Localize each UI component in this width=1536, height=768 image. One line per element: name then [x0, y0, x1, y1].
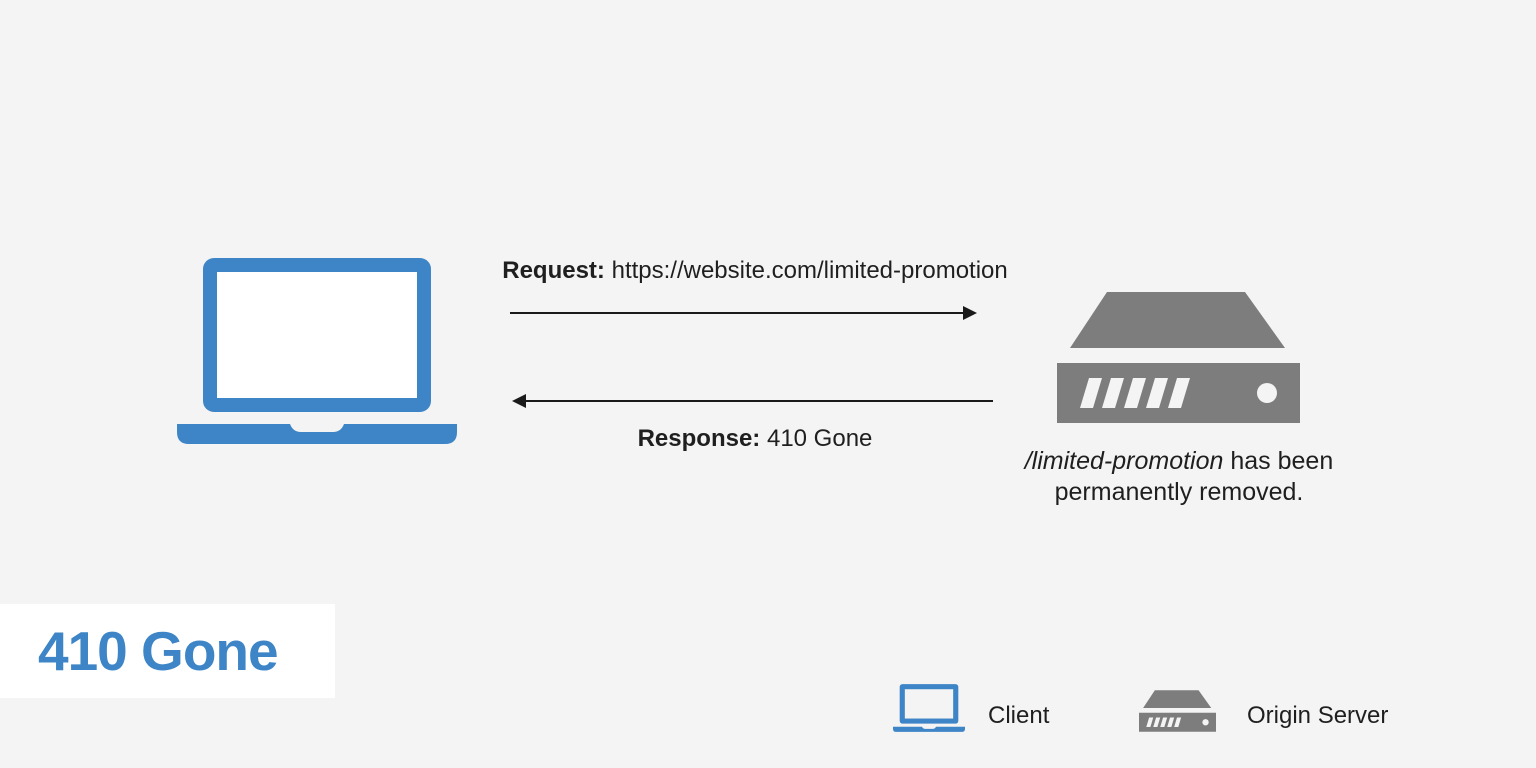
legend-origin-server-label: Origin Server [1247, 702, 1389, 729]
response-arrow-line [525, 400, 993, 402]
legend-origin-server-icon [1139, 690, 1216, 732]
request-label-url: https://website.com/limited-promotion [604, 257, 1008, 284]
server-caption-path: /limited-promotion [1024, 447, 1224, 475]
request-label-bold: Request: [502, 257, 605, 284]
server-caption-line1: /limited-promotion has been [1014, 446, 1344, 477]
server-caption-line1-rest: has been [1223, 447, 1334, 475]
laptop-icon [893, 684, 965, 732]
request-arrow-line [510, 312, 964, 314]
server-caption-line2: permanently removed. [1054, 478, 1304, 506]
page-title: 410 Gone [38, 620, 279, 682]
legend-client-label: Client [988, 702, 1050, 729]
server-caption: /limited-promotion has been permanently … [1014, 446, 1344, 508]
server-icon [1057, 292, 1300, 423]
response-label: Response: 410 Gone [440, 424, 1070, 454]
title-plate: 410 Gone [0, 604, 335, 698]
request-arrow [510, 306, 977, 320]
request-arrowhead-icon [963, 306, 977, 320]
origin-server-icon [1057, 292, 1300, 423]
legend-client-laptop-icon [893, 684, 965, 732]
response-arrow [512, 394, 993, 408]
response-label-bold: Response: [637, 425, 761, 452]
client-laptop-icon [177, 258, 457, 444]
laptop-icon [177, 258, 457, 444]
request-label: Request: https://website.com/limited-pro… [440, 256, 1070, 286]
response-label-status: 410 Gone [760, 425, 873, 452]
response-arrowhead-icon [512, 394, 526, 408]
server-icon [1139, 690, 1216, 732]
